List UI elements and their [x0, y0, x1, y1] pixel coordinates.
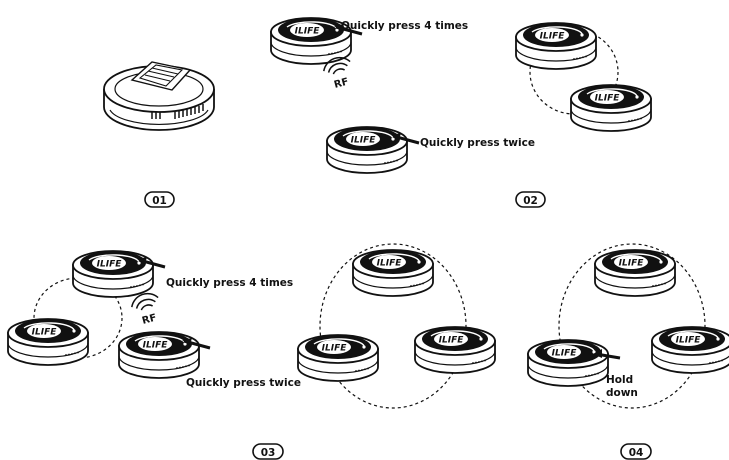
- svg-text:01: 01: [152, 195, 167, 207]
- step-badge-04: 04: [620, 443, 652, 460]
- label-press-twice-step3: Quickly press twice: [186, 377, 301, 389]
- device-step2-b: [570, 84, 652, 132]
- device-step4-top: [594, 249, 676, 297]
- device-step1-b: [326, 126, 421, 174]
- svg-text:02: 02: [523, 195, 538, 207]
- device-step3-left: [7, 318, 89, 366]
- device-step4-right: [651, 326, 729, 374]
- step-badge-01: 01: [144, 191, 175, 208]
- svg-text:03: 03: [261, 447, 276, 459]
- step-badge-02: 02: [515, 191, 546, 208]
- device-step2-a: [515, 22, 597, 70]
- label-press-twice: Quickly press twice: [420, 137, 535, 149]
- rf-label: RF: [333, 77, 350, 91]
- hub-device: [103, 61, 215, 131]
- step-badge-03: 03: [252, 443, 284, 460]
- label-hold: Hold: [606, 374, 633, 386]
- label-down: down: [606, 387, 638, 399]
- svg-text:04: 04: [629, 447, 644, 459]
- link-circle-step3-left: [33, 277, 123, 359]
- device-step3r-right: [414, 326, 496, 374]
- device-step3-top: [72, 250, 167, 298]
- device-step3r-left: [297, 334, 379, 382]
- rf-label-step3: RF: [141, 313, 158, 327]
- device-step3-new: [118, 331, 212, 379]
- link-circle-step4: [558, 243, 706, 409]
- label-press-4-times: Quickly press 4 times: [341, 20, 468, 32]
- link-circle-step3: [319, 243, 467, 409]
- device-step3r-top: [352, 249, 434, 297]
- label-press-4-times-step3: Quickly press 4 times: [166, 277, 293, 289]
- device-step4-left: [527, 339, 621, 387]
